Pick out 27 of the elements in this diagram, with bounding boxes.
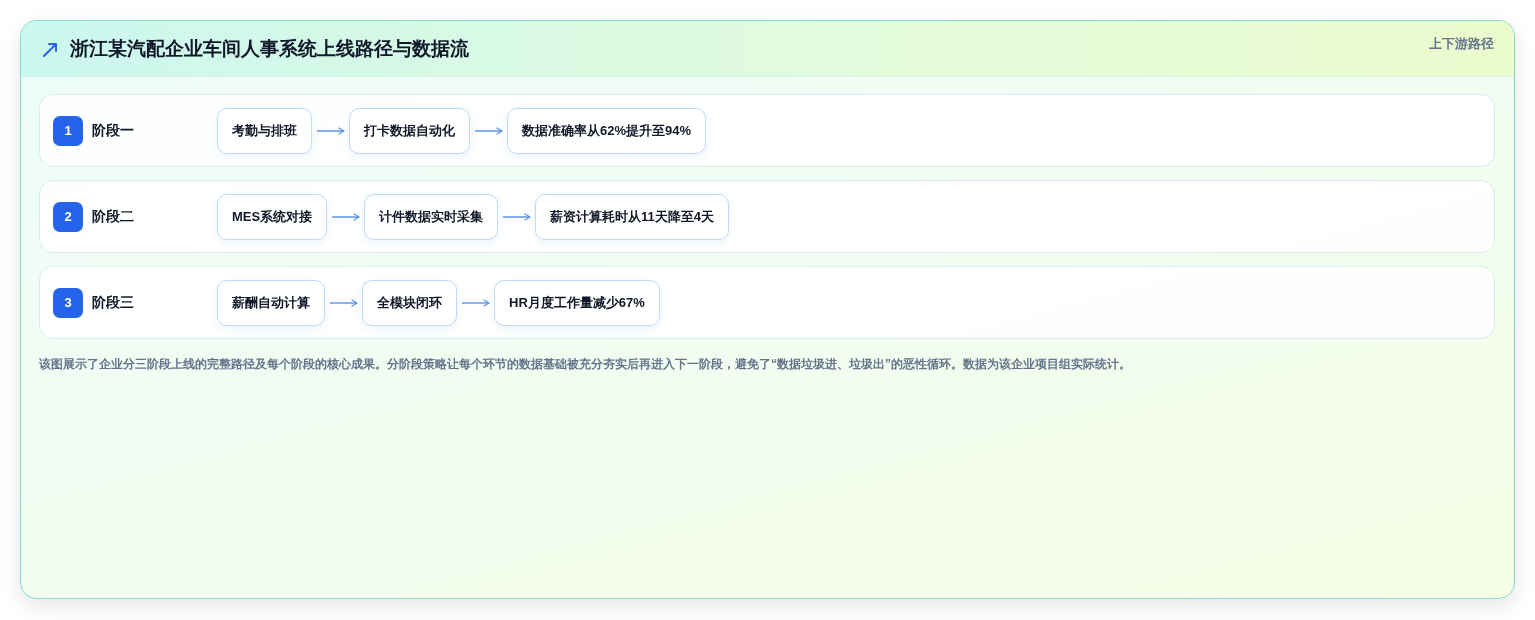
stage-label: 阶段一 bbox=[92, 121, 134, 140]
step-box: 数据准确率从62%提升至94% bbox=[507, 108, 707, 154]
step-box: 薪资计算耗时从11天降至4天 bbox=[535, 194, 729, 240]
arrow bbox=[461, 299, 490, 307]
header-note: 上下游路径 bbox=[1429, 35, 1494, 53]
step-box: MES系统对接 bbox=[217, 194, 328, 240]
step-box: 打卡数据自动化 bbox=[349, 108, 470, 154]
stage-row bbox=[39, 180, 1495, 253]
caption: 该图展示了企业分三阶段上线的完整路径及每个阶段的核心成果。分阶段策略让每个环节的数据基础被充分夯实后再进入下一阶段，避免了“数据垃圾进、垃圾出”的恶性循环。数据为该企业项目组实际统计。 bbox=[39, 356, 1131, 373]
stage-row bbox=[39, 94, 1495, 167]
step-box: 全模块闭环 bbox=[362, 280, 457, 326]
step-box: HR月度工作量减少67% bbox=[494, 280, 660, 326]
title: 浙江某汽配企业车间人事系统上线路径与数据流 bbox=[70, 37, 469, 61]
step-box: 考勤与排班 bbox=[217, 108, 312, 154]
arrow bbox=[329, 299, 358, 307]
stage-label: 阶段二 bbox=[92, 207, 134, 226]
stage-label: 阶段三 bbox=[92, 293, 134, 312]
step-box: 薪酬自动计算 bbox=[217, 280, 325, 326]
stage-row bbox=[39, 266, 1495, 339]
number-badge: 2 bbox=[53, 202, 83, 232]
arrow bbox=[474, 127, 503, 135]
step-box: 计件数据实时采集 bbox=[364, 194, 498, 240]
arrow bbox=[316, 127, 345, 135]
arrow bbox=[331, 213, 360, 221]
number-badge: 3 bbox=[53, 288, 83, 318]
number-badge: 1 bbox=[53, 116, 83, 146]
arrow bbox=[502, 213, 531, 221]
